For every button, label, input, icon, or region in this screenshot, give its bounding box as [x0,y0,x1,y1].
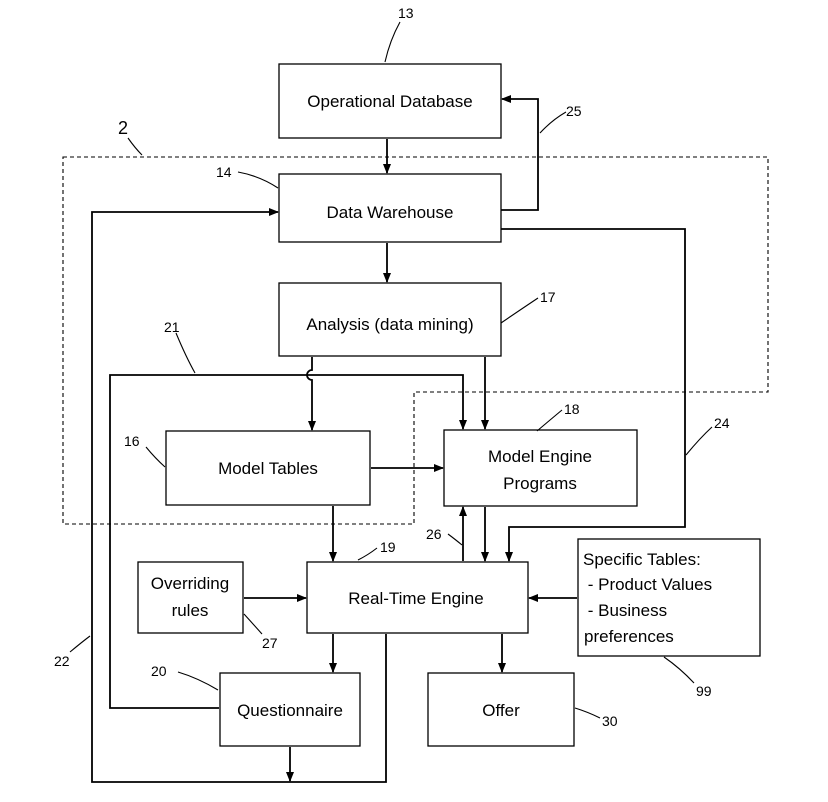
leader-20 [177,671,219,691]
ref-18: 18 [564,401,580,417]
leader-25 [539,111,567,134]
arrow-loop-to-warehouse [91,208,387,783]
specific-tables-line-2: - Product Values [583,575,712,594]
leader-22 [69,635,91,653]
ref-26: 26 [426,526,442,542]
arrow-analysis-to-modeltables [306,357,316,431]
data-warehouse-box [278,173,502,243]
ref-19: 19 [380,539,396,555]
data-warehouse-label: Data Warehouse [327,203,454,222]
model-engine-box [443,429,638,507]
leader-26 [447,533,463,546]
analysis-box [278,282,502,357]
offer-box [427,672,575,747]
operational-database-box [278,63,502,139]
real-time-engine-box [306,561,529,634]
leader-19 [357,547,378,561]
model-engine-label-1: Model Engine [488,447,592,466]
analysis-label: Analysis (data mining) [306,315,473,334]
leader-17 [500,297,539,324]
offer-label: Offer [482,701,520,720]
leader-24 [685,426,713,456]
ref-13: 13 [398,5,414,21]
arrow-questionnaire-to-engine [109,374,467,709]
specific-tables-line-3: - Business [583,601,667,620]
ref-30: 30 [602,713,618,729]
specific-tables-line-4: preferences [584,627,674,646]
questionnaire-label: Questionnaire [237,701,343,720]
questionnaire-box [219,672,361,747]
ref-99: 99 [696,683,712,699]
ref-14: 14 [216,164,232,180]
leader-13 [384,21,401,63]
leader-99 [663,656,695,684]
overriding-rules-box [137,561,244,634]
arrow-warehouse-to-opdb [501,95,539,211]
model-engine-label-2: Programs [503,474,577,493]
leader-27 [243,613,263,635]
model-tables-label: Model Tables [218,459,318,478]
ref-21: 21 [164,319,180,335]
ref-27: 27 [262,635,278,651]
ref-22: 22 [54,653,70,669]
operational-database-label: Operational Database [307,92,472,111]
ref-24: 24 [714,415,730,431]
model-tables-box [165,430,371,506]
specific-tables-line-1: Specific Tables: [583,550,701,569]
real-time-engine-label: Real-Time Engine [348,589,483,608]
overriding-rules-label-1: Overriding [151,574,229,593]
leader-30 [574,707,601,719]
leader-18 [536,409,563,432]
ref-20: 20 [151,663,167,679]
ref-16: 16 [124,433,140,449]
leader-21 [175,332,196,374]
leader-14 [237,171,279,189]
leader-16 [145,446,166,468]
leader-2 [127,137,143,156]
specific-tables-box [577,538,761,657]
ref-25: 25 [566,103,582,119]
overriding-rules-label-2: rules [172,601,209,620]
arrow-warehouse-to-realtime [501,228,686,562]
ref-2: 2 [118,118,128,138]
ref-17: 17 [540,289,556,305]
